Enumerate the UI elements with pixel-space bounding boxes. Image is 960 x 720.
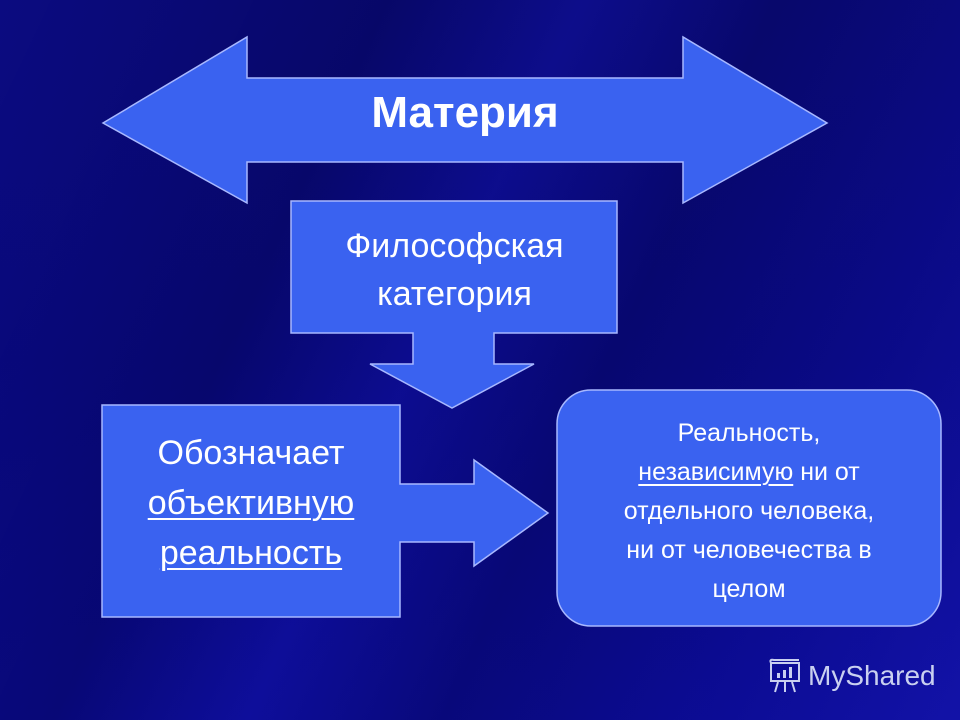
category-line-2: категория (377, 275, 532, 313)
reality-line-2-underlined: независимую (638, 458, 794, 486)
denotes-line-1: Обозначает (157, 434, 345, 472)
category-box-text: Философская категория (292, 222, 617, 318)
reality-rounded-box (556, 389, 942, 627)
reality-line-5: целом (712, 575, 786, 603)
diagram-title: Материя (371, 88, 559, 137)
watermark-text: MyShared (808, 660, 936, 691)
category-box-down-arrow-shape (290, 200, 618, 409)
double-arrow-shape (101, 35, 829, 205)
denotes-line-2-underlined: объективную (147, 484, 355, 522)
myshared-watermark[interactable]: MyShared (768, 656, 936, 696)
category-line-1: Философская (345, 227, 564, 265)
reality-line-2-rest: ни от (793, 458, 860, 486)
denotes-box-right-arrow-shape (101, 404, 550, 618)
denotes-box-text: Обозначает объективную реальность (102, 428, 400, 578)
reality-box-text: Реальность, независимую ни от отдельного… (557, 414, 941, 609)
reality-line-4: ни от человечества в (626, 536, 872, 564)
reality-line-1: Реальность, (677, 419, 821, 447)
presentation-board-icon (769, 658, 800, 693)
reality-line-3: отдельного человека, (623, 497, 875, 525)
denotes-line-3-underlined: реальность (159, 534, 343, 572)
